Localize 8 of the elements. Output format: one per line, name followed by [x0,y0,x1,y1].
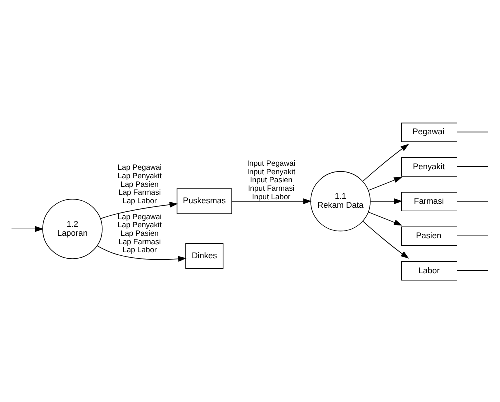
edge-label: Lap Pegawai Lap Penyakit Lap Pasien Lap Farmasi Lap Labor [118,162,162,205]
edge-label: Input Pegawai Input Penyakit Input Pasien Input Farmasi Input Labor [247,158,296,201]
node-text: Pegawai [412,126,445,136]
node-text: Pasien [416,230,442,240]
node-text: Penyakit [413,160,445,171]
edge-label: Lap Pegawai Lap Penyakit Lap Pasien Lap Farmasi Lap Labor [118,212,162,254]
node-text: Labor [418,264,440,275]
node-text: Farmasi [414,195,444,206]
